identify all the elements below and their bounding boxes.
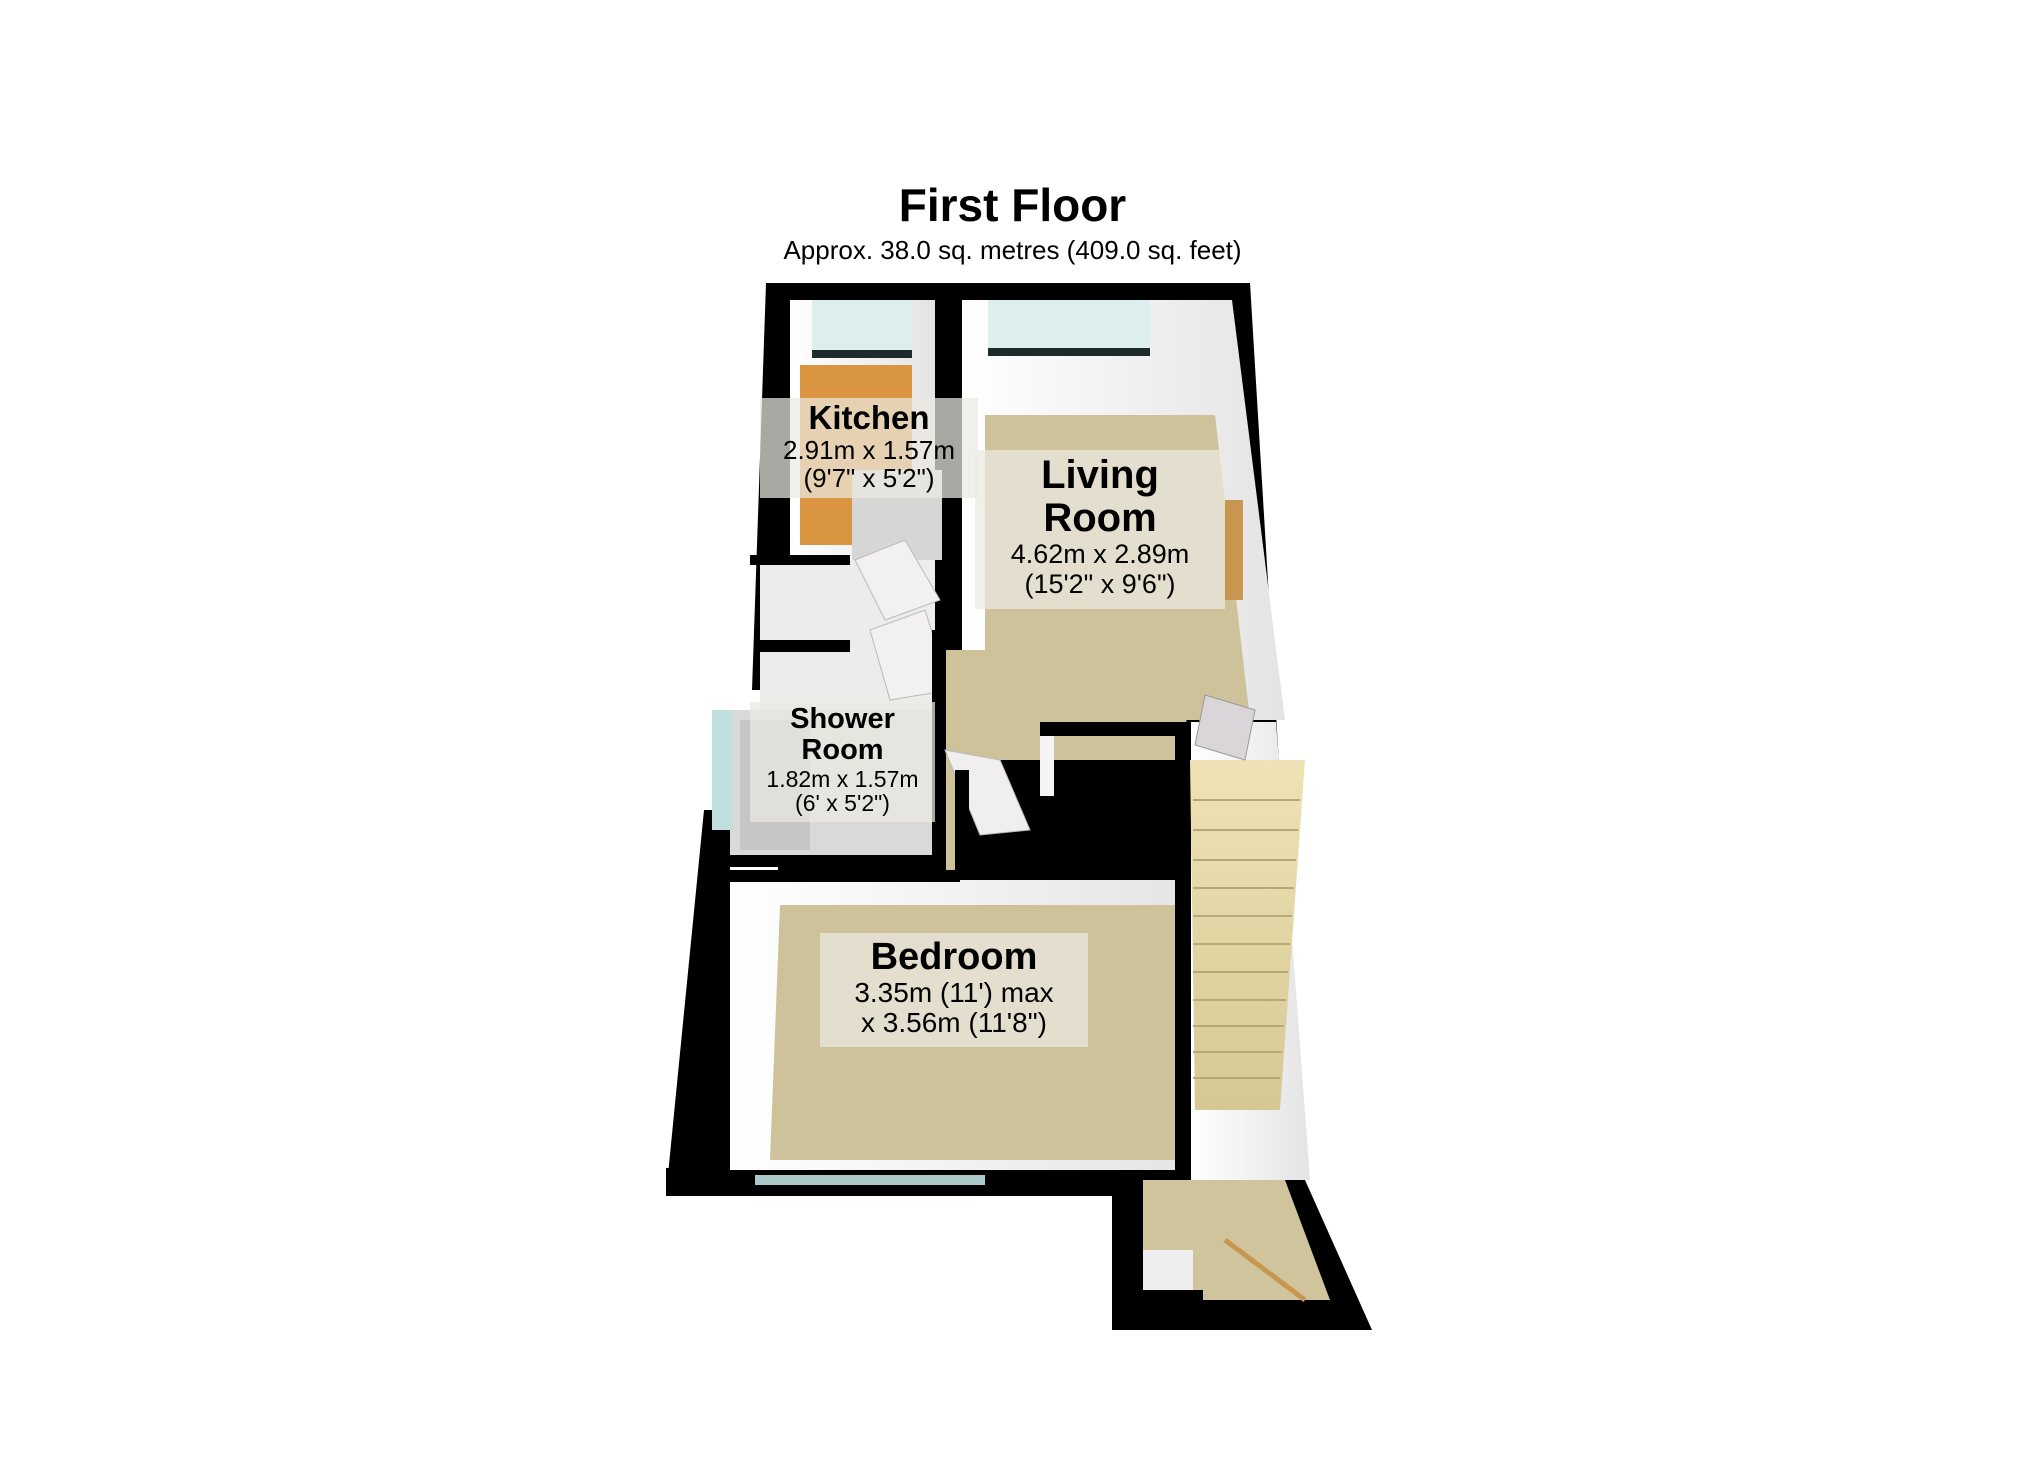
kitchen-label: Kitchen 2.91m x 1.57m (9'7" x 5'2") — [760, 398, 978, 498]
room-dimensions-imperial: x 3.56m (11'8") — [861, 1007, 1047, 1039]
room-name-line1: Shower — [790, 703, 895, 735]
room-name: Kitchen — [808, 399, 930, 436]
landing-carpet — [946, 650, 1190, 870]
floor-title: First Floor — [898, 179, 1127, 231]
shower-room-label: Shower Room 1.82m x 1.57m (6' x 5'2") — [750, 702, 935, 823]
shower-window — [712, 710, 732, 830]
room-name-line2: Room — [801, 734, 884, 767]
floor-area-subtitle: Approx. 38.0 sq. metres (409.0 sq. feet) — [783, 235, 1242, 265]
room-name-line1: Living — [1041, 453, 1159, 497]
room-dimensions-metric: 2.91m x 1.57m — [783, 434, 955, 465]
living-room-furniture — [1225, 500, 1243, 600]
hallway — [1143, 1180, 1330, 1330]
room-name: Bedroom — [870, 936, 1038, 978]
kitchen-window — [812, 300, 912, 355]
handrail — [1223, 1238, 1307, 1302]
room-dimensions-imperial: (9'7" x 5'2") — [803, 462, 935, 493]
room-dimensions-metric: 3.35m (11') max — [854, 977, 1054, 1009]
room-name-line2: Room — [1043, 496, 1157, 541]
room-dimensions-imperial: (15'2" x 9'6") — [1024, 568, 1176, 599]
room-dimensions-metric: 1.82m x 1.57m — [766, 765, 919, 792]
room-dimensions-imperial: (6' x 5'2") — [795, 790, 890, 817]
living-room-window — [988, 300, 1150, 355]
bedroom-window — [755, 1175, 985, 1185]
room-dimensions-metric: 4.62m x 2.89m — [1010, 539, 1190, 570]
bedroom-label: Bedroom 3.35m (11') max x 3.56m (11'8") — [820, 933, 1088, 1047]
staircase — [1190, 694, 1310, 1180]
living-room-label: Living Room 4.62m x 2.89m (15'2" x 9'6") — [975, 450, 1225, 609]
